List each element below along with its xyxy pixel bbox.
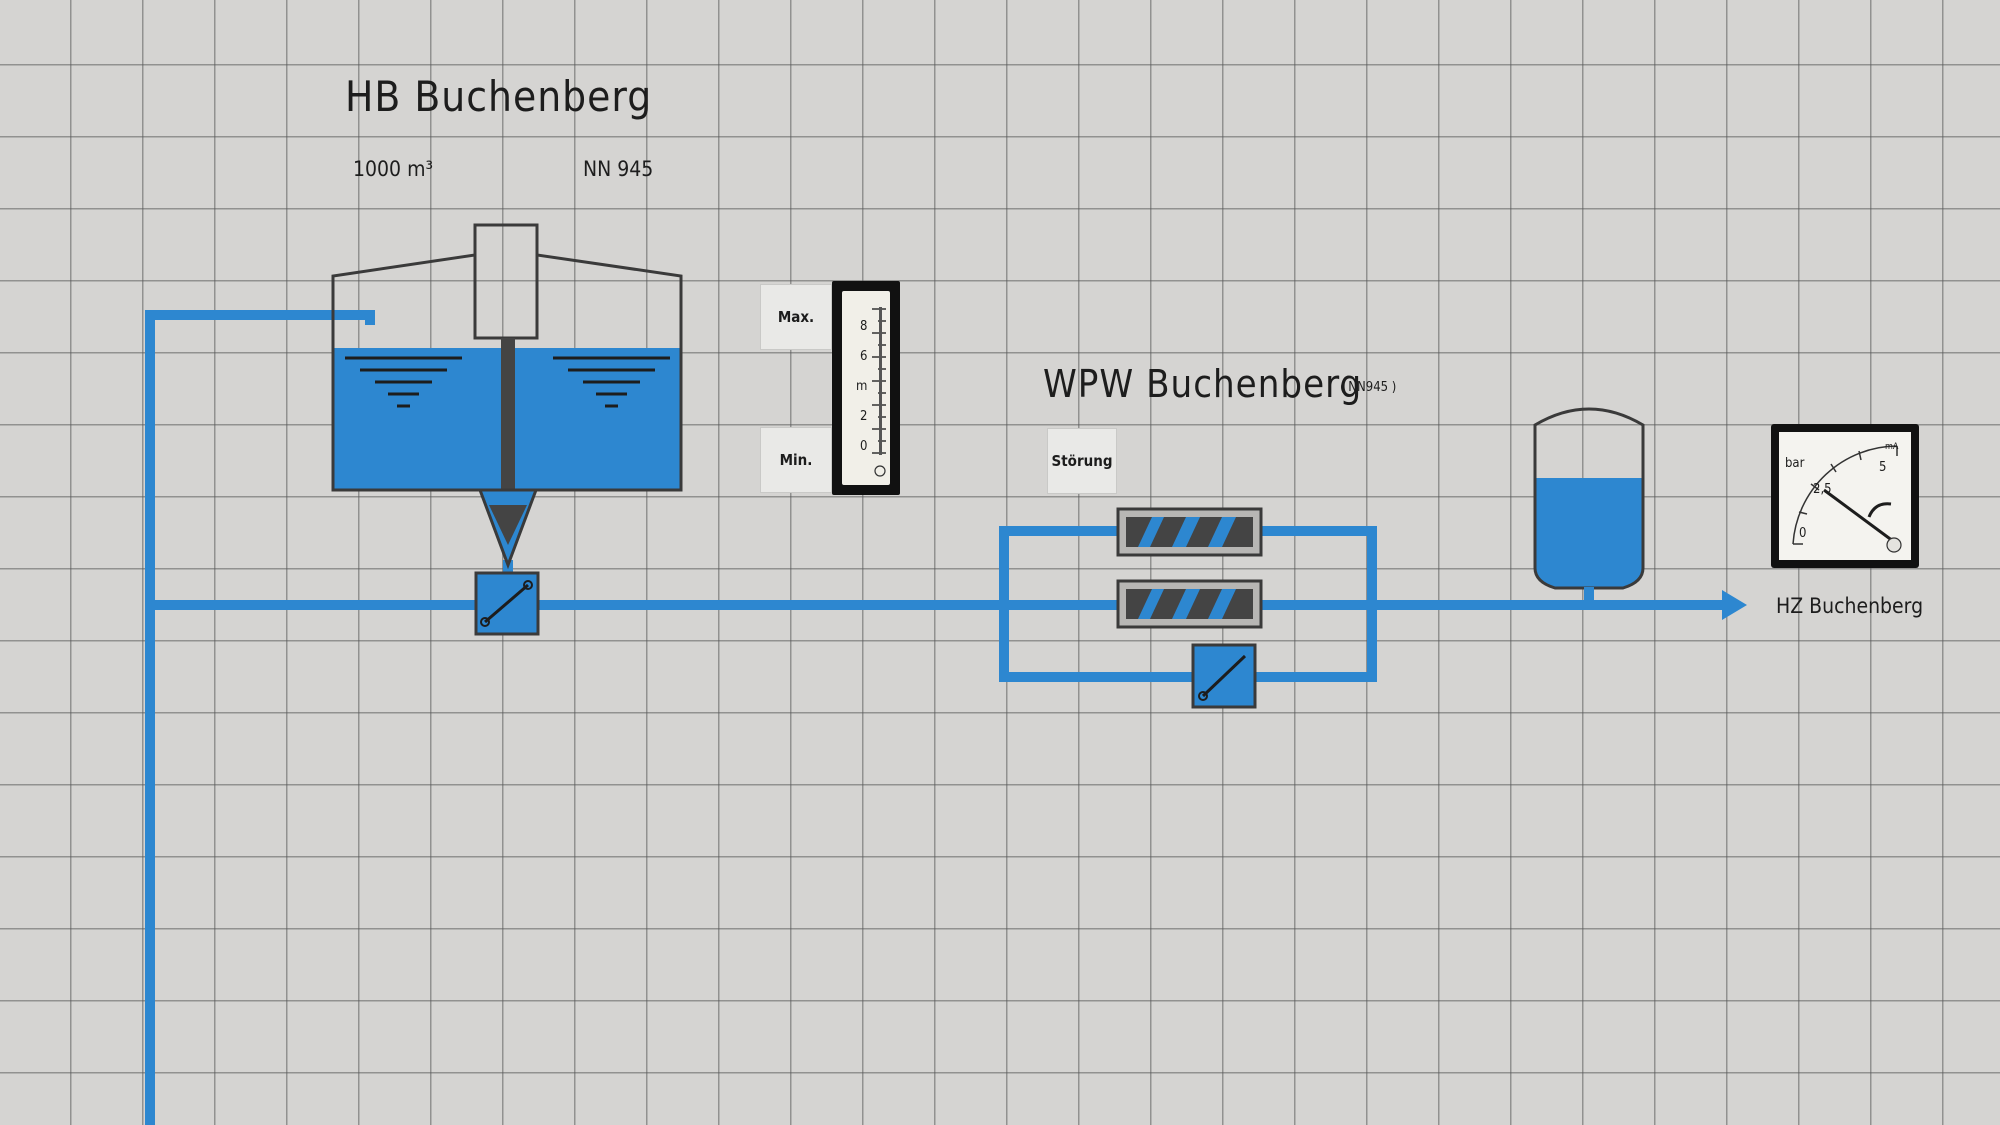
flow-arrow-icon	[1722, 590, 1747, 620]
level-mark-8: 8	[860, 319, 868, 334]
pressure-mark-2-5: 2,5	[1813, 482, 1832, 497]
level-scale-icon	[872, 307, 886, 477]
pressure-unit: bar	[1785, 456, 1805, 471]
pump-1-icon	[1116, 507, 1263, 557]
outlet-valve-icon	[474, 571, 540, 636]
level-gauge-face: 8 6 m 2 0	[842, 291, 890, 485]
pump-station-title: WPW Buchenberg	[1043, 362, 1363, 406]
water-surface-icon	[345, 356, 670, 408]
reservoir-tank	[331, 223, 683, 570]
reservoir-elevation: NN 945	[583, 157, 654, 181]
pressure-mark-0: 0	[1799, 526, 1807, 541]
max-level-plate: Max.	[760, 284, 832, 350]
pump-station-elevation: ( NN945 )	[1340, 380, 1397, 395]
level-mark-6: 6	[860, 349, 868, 364]
destination-title: HZ Buchenberg	[1776, 594, 1924, 618]
reservoir-volume: 1000 m³	[353, 157, 434, 181]
pressure-gauge: bar 0 2,5 5 mA	[1771, 424, 1919, 568]
fault-indicator-plate: Störung	[1047, 428, 1117, 494]
outflow-arrow-icon	[489, 505, 527, 545]
pressure-secondary-unit: mA	[1885, 442, 1899, 452]
pressure-vessel-icon	[1533, 407, 1645, 605]
min-level-plate: Min.	[760, 427, 832, 493]
pump-loop-pipe	[999, 526, 1377, 682]
level-mark-0: 0	[860, 439, 868, 454]
bypass-valve-icon	[1191, 643, 1257, 709]
level-gauge: 8 6 m 2 0	[832, 281, 900, 495]
level-unit: m	[856, 379, 868, 394]
inflow-pipe	[145, 310, 375, 1125]
pressure-dial-icon	[1792, 445, 1902, 553]
pump-2-icon	[1116, 579, 1263, 629]
reservoir-title: HB Buchenberg	[345, 72, 653, 121]
pressure-gauge-face: bar 0 2,5 5 mA	[1779, 432, 1911, 560]
pipe-network	[145, 310, 1735, 1125]
level-mark-2: 2	[860, 409, 868, 424]
pressure-mark-5: 5	[1879, 460, 1887, 475]
